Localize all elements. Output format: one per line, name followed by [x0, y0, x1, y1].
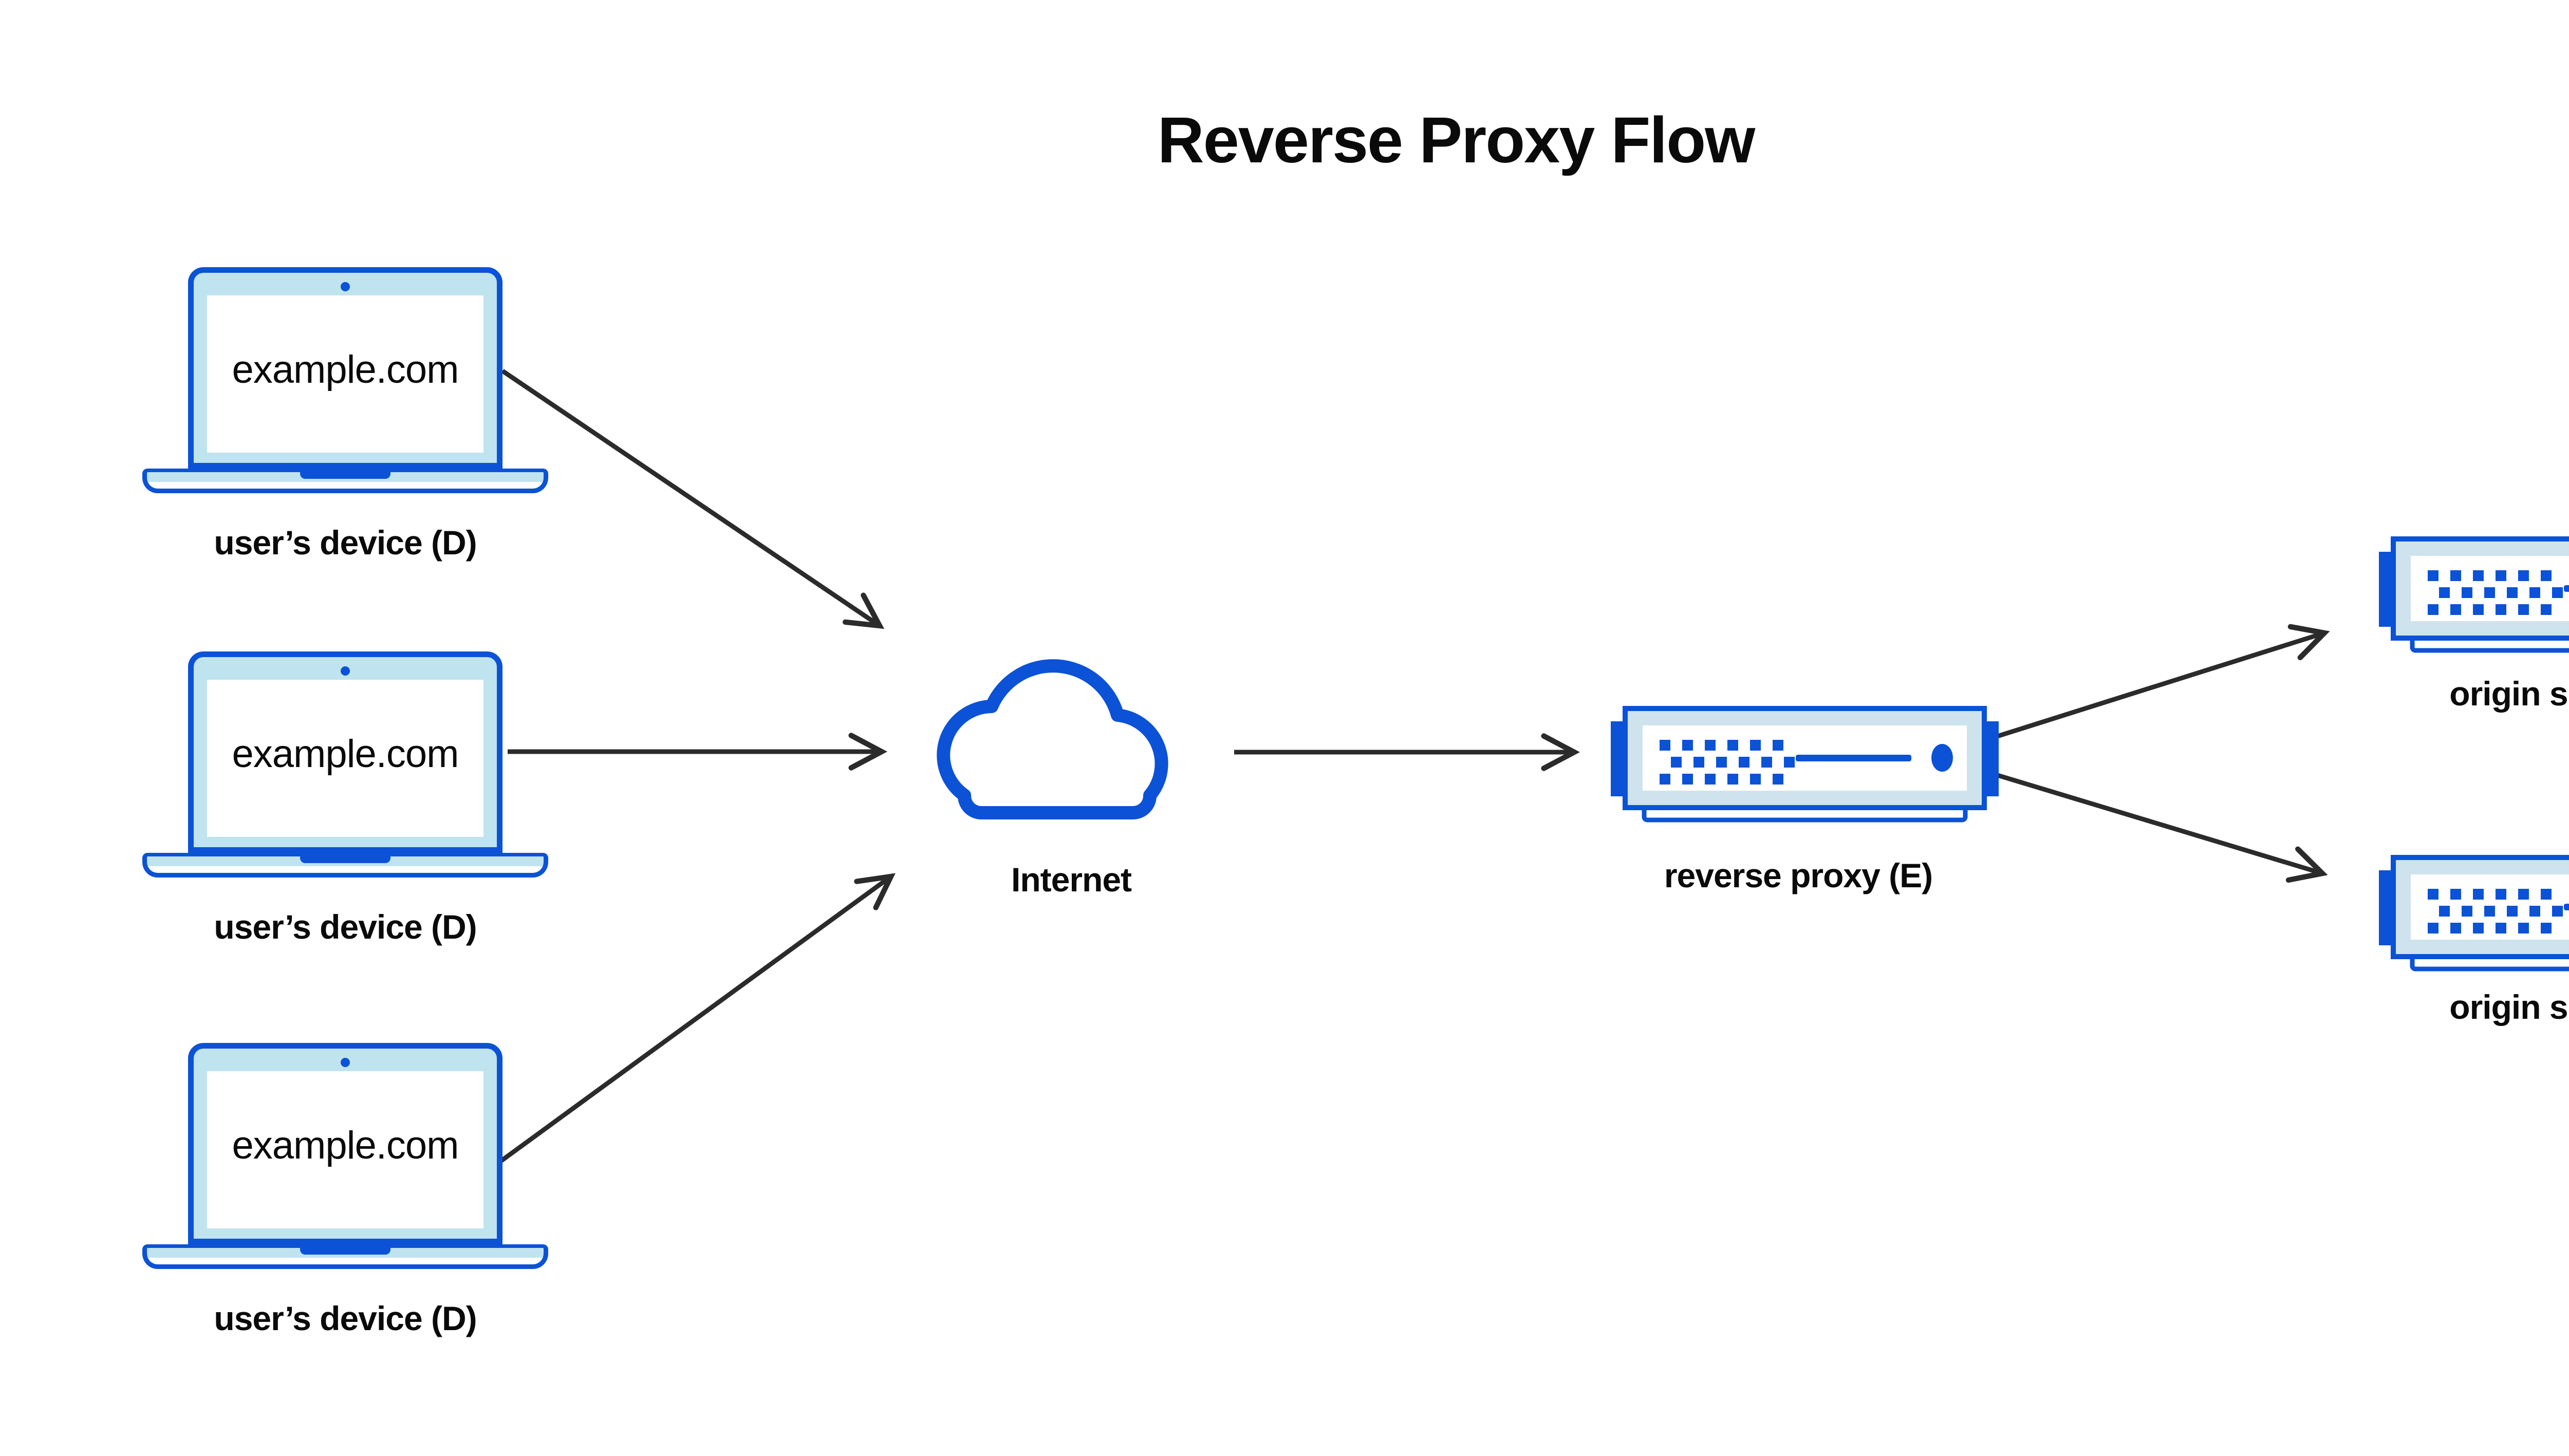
camera-dot-icon [341, 282, 350, 291]
arrow-device3-to-internet [498, 873, 896, 1164]
laptop-base [142, 469, 548, 493]
laptop-notch [300, 1248, 390, 1255]
screen-url-text: example.com [232, 732, 459, 776]
arrow-device1-to-internet [501, 369, 885, 629]
screen-url-text: example.com [232, 347, 459, 391]
laptop-icon: example.com [188, 651, 502, 853]
user-device-1: example.com user’s device (D) [142, 267, 548, 562]
laptop-notch [300, 856, 390, 863]
laptop-screen: example.com [207, 1071, 483, 1228]
camera-dot-icon [341, 1058, 350, 1067]
laptop-icon: example.com [188, 267, 502, 469]
cloud-icon [937, 659, 1168, 819]
internet-label: Internet [1011, 861, 1132, 899]
user-device-2: example.com user’s device (D) [142, 651, 548, 946]
reverse-proxy [1611, 706, 1999, 825]
reverse-proxy-label: reverse proxy (E) [1664, 856, 1933, 894]
origin-server-2-label: origin server (F) [2449, 988, 2569, 1026]
origin-server-1-label: origin server (F) [2449, 675, 2569, 713]
laptop-icon: example.com [188, 1043, 502, 1244]
server-icon [2379, 855, 2569, 972]
laptop-base [142, 853, 548, 878]
screen-url-text: example.com [232, 1123, 459, 1167]
device-label: user’s device (D) [214, 1299, 477, 1337]
laptop-base [142, 1244, 548, 1269]
origin-server-1 [2379, 536, 2569, 656]
device-label: user’s device (D) [214, 524, 477, 562]
camera-dot-icon [341, 666, 350, 676]
server-icon [1611, 706, 1999, 823]
server-icon [2379, 536, 2569, 653]
internet [915, 643, 1205, 828]
arrow-proxy-to-origin1 [1991, 624, 2330, 740]
diagram-title: Reverse Proxy Flow [1157, 104, 1756, 176]
origin-server-2 [2379, 855, 2569, 974]
laptop-screen: example.com [207, 295, 483, 453]
user-device-3: example.com user’s device (D) [142, 1043, 548, 1337]
arrow-proxy-to-origin2 [1991, 771, 2328, 883]
device-label: user’s device (D) [214, 908, 477, 946]
laptop-notch [300, 472, 390, 479]
laptop-screen: example.com [207, 680, 483, 837]
